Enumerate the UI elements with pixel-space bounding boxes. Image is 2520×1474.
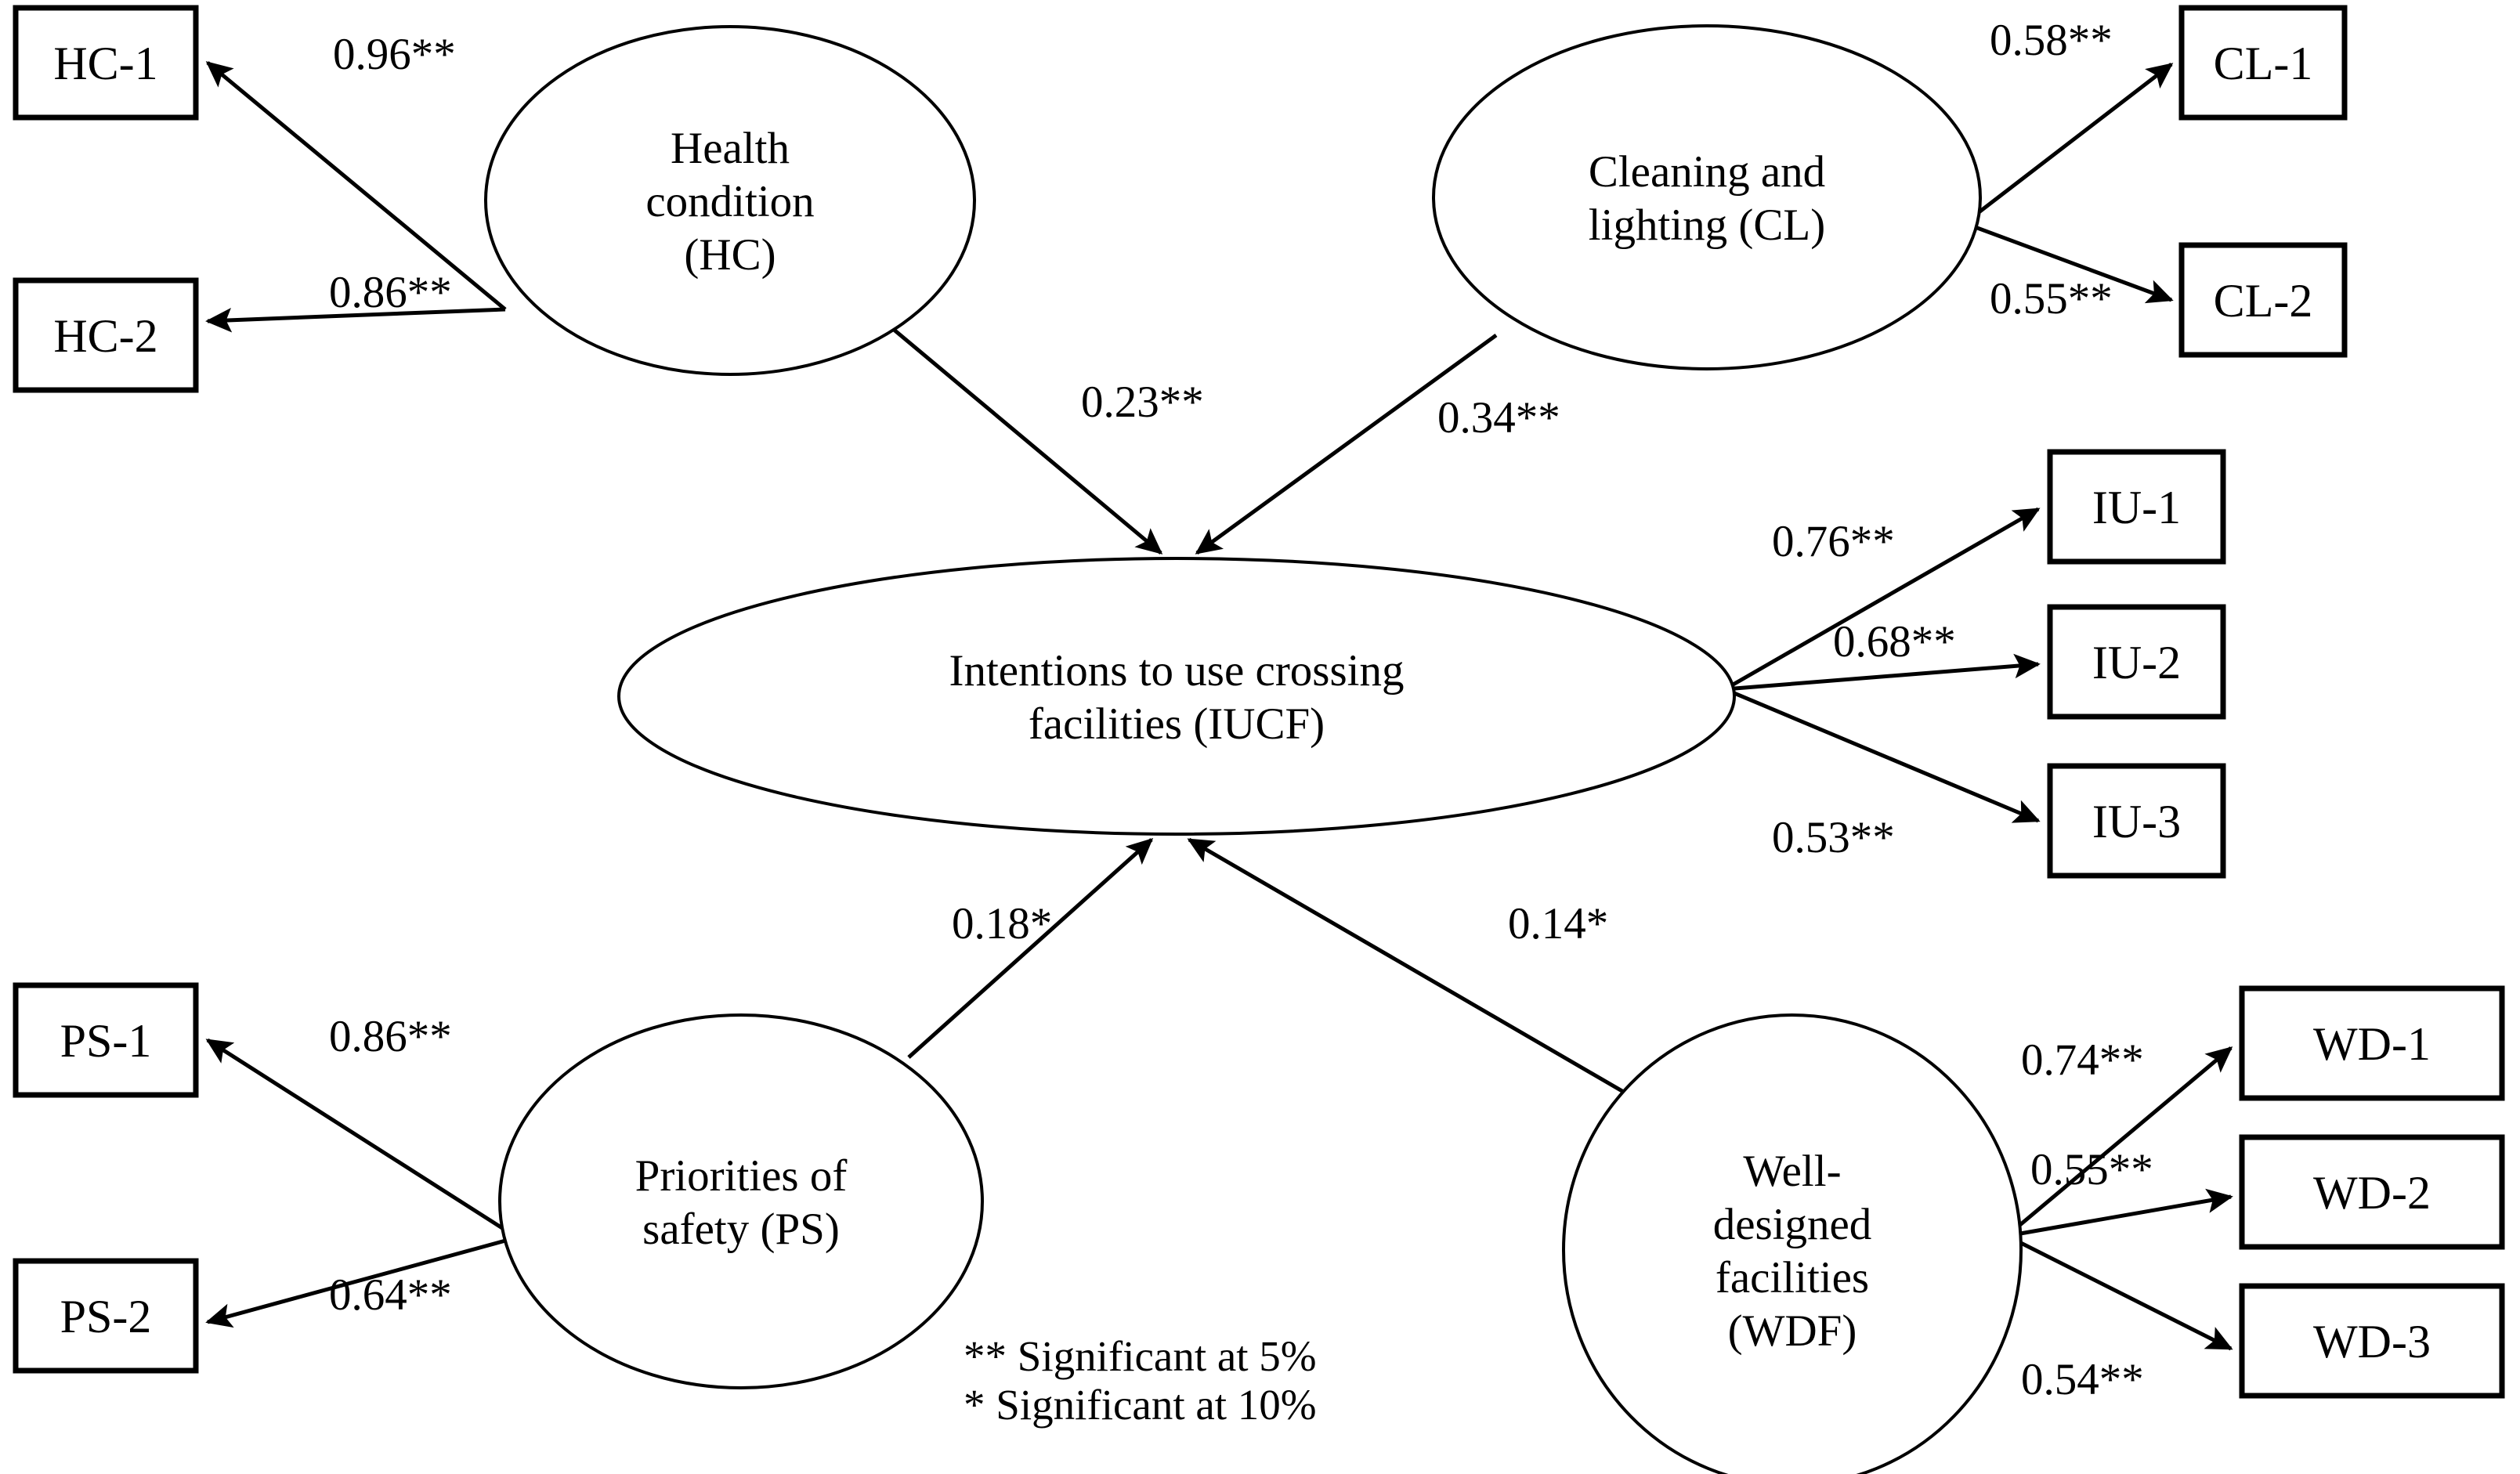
observed-box-wd-1 [2239,985,2505,1101]
observed-node-label-ps-2: PS-2 [60,1291,152,1342]
observed-node-wd-3[interactable]: WD-3 [2239,1283,2505,1399]
path-arrow-cl-to-iucf [1195,333,1498,555]
latent-ellipse-hc [484,25,976,376]
coefficient-label-ps-ps-2: 0.64** [329,1270,452,1320]
coefficient-labels-layer: 0.96** 0.86** 0.58** 0.55** 0.76** 0.68** 0.53… [329,16,2153,1404]
observed-nodes-layer: HC-1HC-2 CL-1CL-2IU-1IU-2IU-3PS-1PS-2 WD-1… [13,5,2505,1399]
path-arrow-hc-to-hc-1 [205,61,507,311]
coefficient-label-wdf-wd-1: 0.74** [2021,1035,2144,1085]
observed-node-label-hc-1: HC-1 [53,38,157,89]
path-arrow-iucf-to-iu-3 [1724,687,2041,823]
observed-node-label-cl-2: CL-2 [2214,275,2313,327]
coefficient-label-ps-iucf: 0.18* [952,899,1052,948]
observed-node-wd-2[interactable]: WD-2 [2239,1134,2505,1250]
path-arrow-cl-to-cl-1 [1963,63,2174,225]
observed-node-label-hc-2: HC-2 [53,310,157,362]
legend-text: ** Significant at 5%* Significant at 10% [964,1332,1317,1429]
coefficient-label-wdf-wd-2: 0.55** [2030,1145,2153,1194]
observed-node-cl-2[interactable]: CL-2 [2178,242,2348,358]
observed-node-label-ps-1: PS-1 [60,1015,152,1067]
observed-box-cl-1 [2178,5,2348,121]
observed-box-iu-3 [2047,763,2226,879]
coefficient-label-cl-iucf: 0.34** [1437,393,1560,443]
coefficient-label-cl-cl-1: 0.58** [1990,16,2113,65]
path-arrow-wdf-to-iucf [1187,837,1647,1107]
observed-node-hc-1[interactable]: HC-1 [13,5,199,121]
path-arrow-ps-to-ps-1 [205,1038,519,1240]
observed-node-iu-1[interactable]: IU-1 [2047,449,2226,565]
observed-node-wd-1[interactable]: WD-1 [2239,985,2505,1101]
observed-node-label-iu-2: IU-2 [2092,637,2181,688]
observed-node-label-cl-1: CL-1 [2214,38,2313,89]
paths-layer [205,61,2233,1351]
path-arrow-ps-to-iucf [907,838,1154,1059]
coefficient-label-hc-iucf: 0.23** [1081,378,1204,427]
observed-box-ps-1 [13,982,199,1098]
path-arrow-ps-to-ps-2 [205,1235,518,1328]
observed-node-ps-2[interactable]: PS-2 [13,1258,199,1374]
path-arrow-iucf-to-iu-2 [1724,653,2041,692]
coefficient-label-iucf-iu-2: 0.68** [1833,617,1956,667]
observed-node-cl-1[interactable]: CL-1 [2178,5,2348,121]
observed-box-wd-3 [2239,1283,2505,1399]
observed-node-label-wd-1: WD-1 [2313,1018,2431,1070]
path-arrow-wdf-to-wd-2 [2006,1188,2233,1238]
coefficient-label-cl-cl-2: 0.55** [1990,274,2113,323]
observed-node-label-wd-3: WD-3 [2313,1316,2431,1367]
observed-node-label-wd-2: WD-2 [2313,1167,2431,1219]
observed-box-ps-2 [13,1258,199,1374]
significance-legend: ** Significant at 5%* Significant at 10% [964,1332,1317,1429]
path-arrow-hc-to-hc-2 [205,307,506,333]
observed-node-label-iu-3: IU-3 [2092,796,2181,847]
latent-ellipse-cl [1432,24,1982,370]
observed-box-iu-2 [2047,604,2226,720]
path-arrow-wdf-to-wd-3 [2005,1234,2233,1351]
path-arrow-hc-to-iucf [891,327,1163,555]
coefficient-label-wdf-wd-3: 0.54** [2021,1355,2144,1404]
coefficient-label-wdf-iucf: 0.14* [1508,899,1608,948]
observed-node-iu-3[interactable]: IU-3 [2047,763,2226,879]
observed-node-label-iu-1: IU-1 [2092,482,2181,533]
path-arrow-wdf-to-wd-1 [2005,1046,2233,1237]
observed-box-hc-1 [13,5,199,121]
observed-box-hc-2 [13,277,199,393]
latent-ellipse-wdf [1562,1013,2023,1474]
coefficient-label-ps-ps-1: 0.86** [329,1012,452,1061]
observed-box-cl-2 [2178,242,2348,358]
path-arrow-iucf-to-iu-1 [1723,507,2041,692]
observed-node-hc-2[interactable]: HC-2 [13,277,199,393]
observed-node-iu-2[interactable]: IU-2 [2047,604,2226,720]
coefficient-label-hc-hc-2: 0.86** [329,268,452,317]
latent-ellipse-iucf [617,557,1736,836]
observed-box-wd-2 [2239,1134,2505,1250]
observed-box-iu-1 [2047,449,2226,565]
latent-ellipse-ps [498,1013,984,1389]
coefficient-label-hc-hc-1: 0.96** [333,30,456,79]
coefficient-label-iucf-iu-3: 0.53** [1772,813,1895,862]
coefficient-label-iucf-iu-1: 0.76** [1772,517,1895,566]
path-arrow-cl-to-cl-2 [1964,221,2174,304]
observed-node-ps-1[interactable]: PS-1 [13,982,199,1098]
